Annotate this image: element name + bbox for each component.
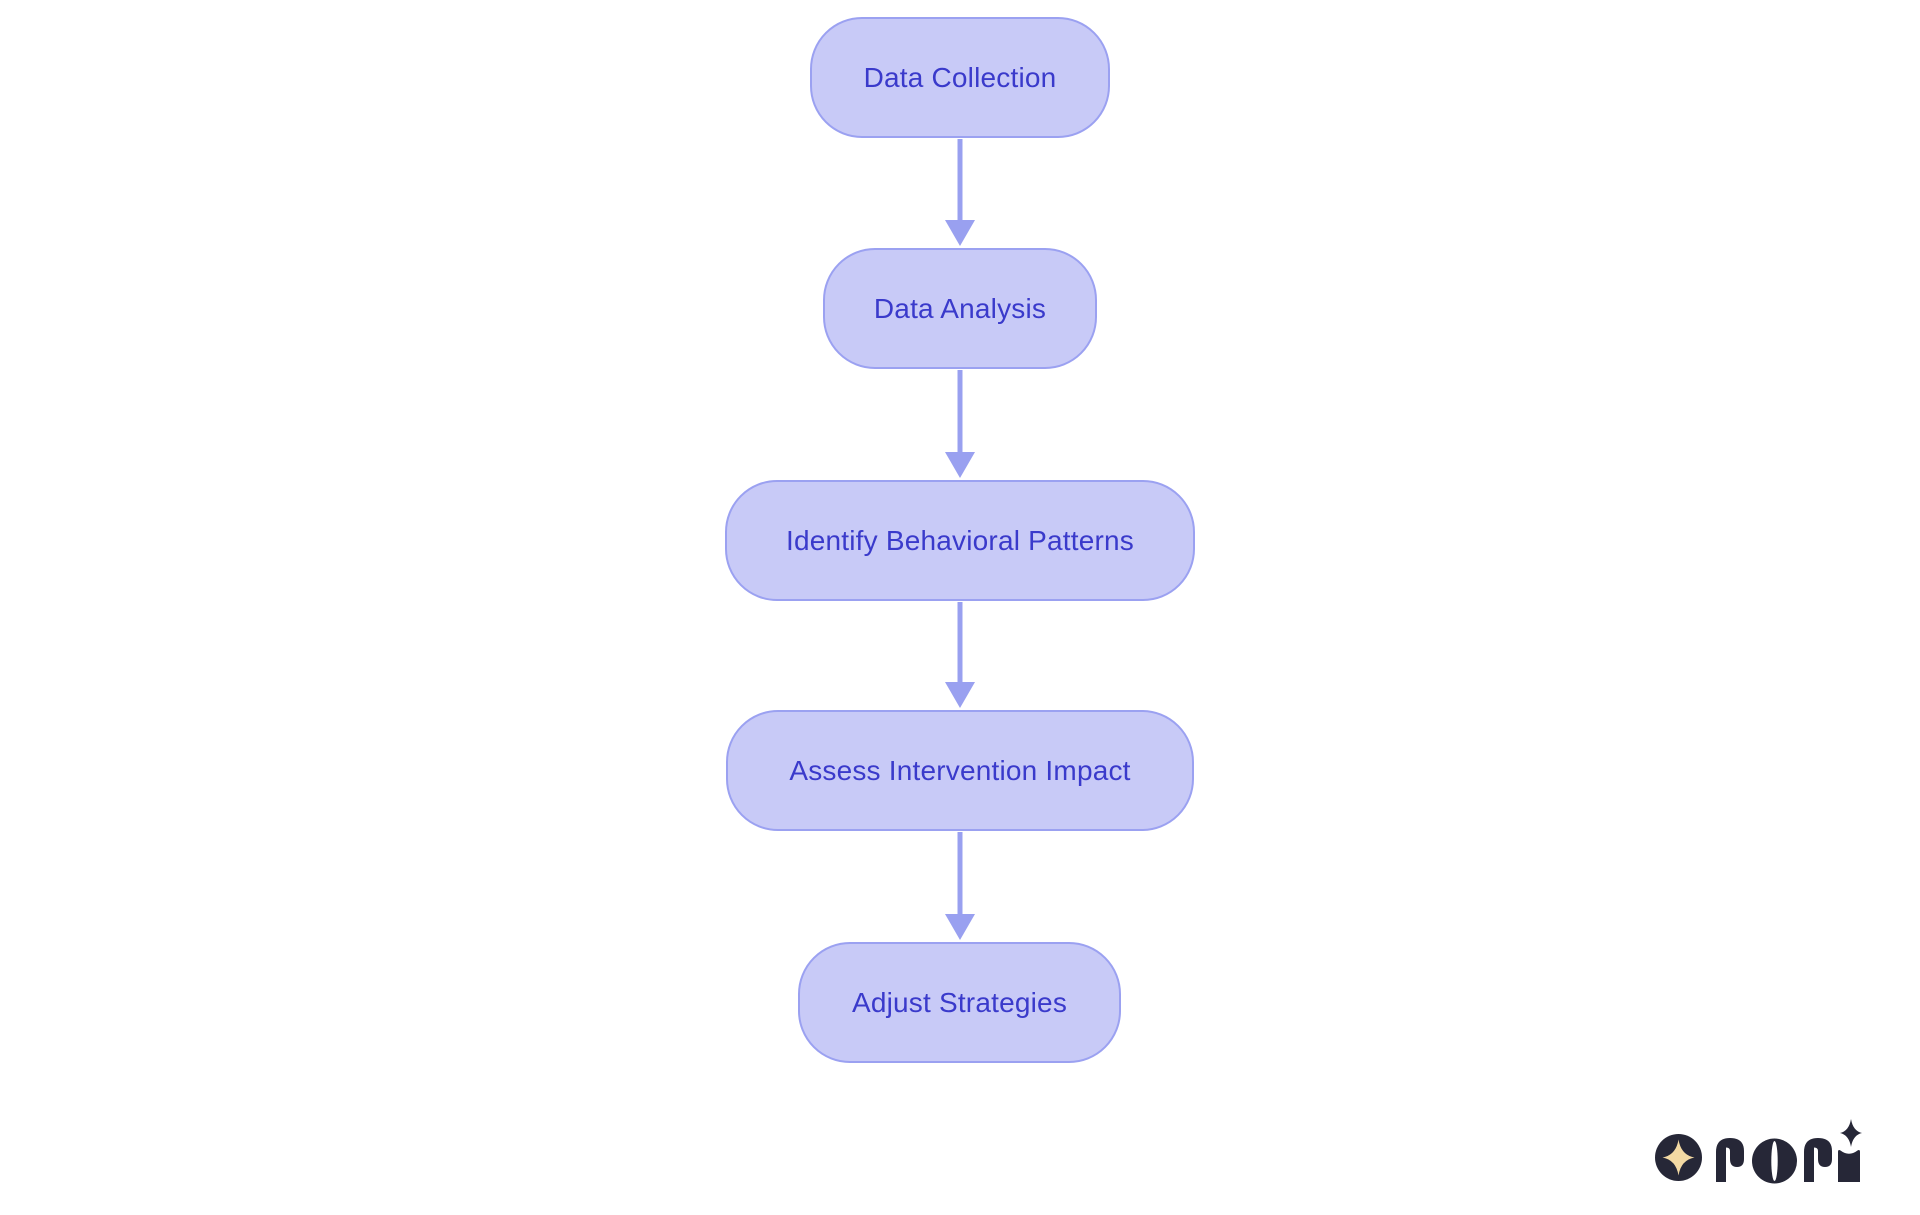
rori-wordmark: [1716, 1119, 1862, 1184]
flow-node-data-collection: Data Collection: [810, 17, 1110, 138]
flow-node-label: Data Collection: [863, 61, 1057, 93]
arrow-head-icon: [945, 682, 975, 708]
flow-arrow: [943, 370, 977, 478]
arrow-line: [957, 602, 963, 685]
flow-node-label: Adjust Strategies: [851, 986, 1068, 1018]
arrow-line: [957, 139, 963, 223]
flow-arrow: [943, 139, 977, 246]
flow-arrow: [943, 832, 977, 940]
arrow-head-icon: [945, 452, 975, 478]
flow-node-label: Assess Intervention Impact: [789, 754, 1131, 786]
arrow-head-icon: [945, 220, 975, 246]
flow-node-data-analysis: Data Analysis: [823, 248, 1097, 369]
flow-node-adjust-strategies: Adjust Strategies: [798, 942, 1121, 1063]
arrow-line: [957, 370, 963, 455]
sparkle-icon: [1840, 1119, 1862, 1147]
rori-badge-icon: [1655, 1134, 1702, 1181]
flow-arrow: [943, 602, 977, 708]
flow-node-identify-behavioral-patterns: Identify Behavioral Patterns: [725, 480, 1195, 601]
flow-node-assess-intervention-impact: Assess Intervention Impact: [726, 710, 1194, 831]
sparkle-icon: [1662, 1139, 1695, 1176]
arrow-line: [957, 832, 963, 917]
arrow-head-icon: [945, 914, 975, 940]
flow-node-label: Identify Behavioral Patterns: [785, 524, 1134, 556]
flow-node-label: Data Analysis: [873, 292, 1047, 324]
rori-logo: [1652, 1112, 1888, 1209]
